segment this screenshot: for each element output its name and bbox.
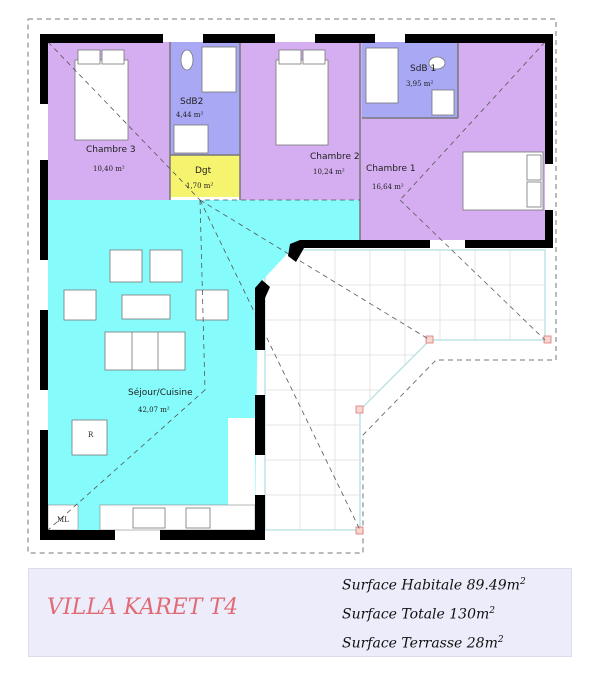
cooktop	[185, 507, 211, 529]
room-label-sdb2: SdB2	[180, 97, 203, 107]
shower-sdb2	[201, 46, 237, 93]
fridge	[71, 419, 108, 456]
stat-label: Surface Terrasse 28m	[342, 635, 498, 652]
bed-chambre-3	[74, 59, 129, 141]
armchair	[109, 249, 143, 283]
room-area-sejour-cuisine: 42,07 m²	[138, 406, 170, 414]
stat-sup: 2	[489, 606, 496, 616]
bed-chambre-2	[275, 59, 329, 146]
room-label-sejour-cuisine: Séjour/Cuisine	[128, 387, 193, 398]
room-area-chambre-1: 16,64 m²	[372, 183, 404, 191]
surface-habitale: Surface Habitale 89.49m2	[342, 577, 526, 594]
kitchen-sink	[132, 507, 166, 529]
sink-sdb2	[173, 124, 209, 154]
sink-sdb1	[431, 89, 455, 116]
surface-totale: Surface Totale 130m2	[342, 606, 495, 623]
washer-label: ML	[57, 516, 69, 524]
stat-sup: 2	[497, 635, 504, 645]
legend-box: VILLA KARET T4 Surface Habitale 89.49m2 …	[28, 568, 572, 657]
room-area-chambre-2: 10,24 m²	[313, 168, 345, 176]
fridge-label: R	[88, 431, 94, 439]
kitchen-counter	[99, 504, 256, 531]
toilet-sdb2	[180, 49, 194, 71]
floor-plan: Chambre 3 10,40 m² SdB2 4,44 m² Dgt 1,70…	[27, 18, 557, 554]
room-label-dgt: Dgt	[195, 166, 212, 176]
room-area-sdb1: 3,95 m²	[406, 80, 433, 88]
stat-sup: 2	[519, 577, 526, 587]
room-area-chambre-3: 10,40 m²	[93, 165, 125, 173]
room-label-sdb1: SdB 1	[410, 64, 436, 74]
room-label-chambre-2: Chambre 2	[310, 152, 360, 162]
hallway-floor	[170, 155, 240, 197]
sofa	[104, 331, 186, 371]
surface-terrasse: Surface Terrasse 28m2	[342, 635, 504, 652]
stat-label: Surface Habitale 89.49m	[342, 577, 520, 594]
toilet-sdb1	[428, 56, 446, 70]
room-label-chambre-3: Chambre 3	[86, 145, 136, 155]
room-area-sdb2: 4,44 m²	[176, 111, 203, 119]
walls	[40, 34, 553, 540]
room-area-dgt: 1,70 m²	[186, 182, 213, 190]
villa-title: VILLA KARET T4	[47, 595, 239, 620]
coffee-table	[121, 294, 171, 320]
terrace	[264, 249, 552, 535]
room-label-chambre-1: Chambre 1	[366, 164, 416, 174]
shower-sdb1	[365, 47, 399, 104]
stat-label: Surface Totale 130m	[342, 606, 490, 623]
furniture	[63, 46, 544, 529]
